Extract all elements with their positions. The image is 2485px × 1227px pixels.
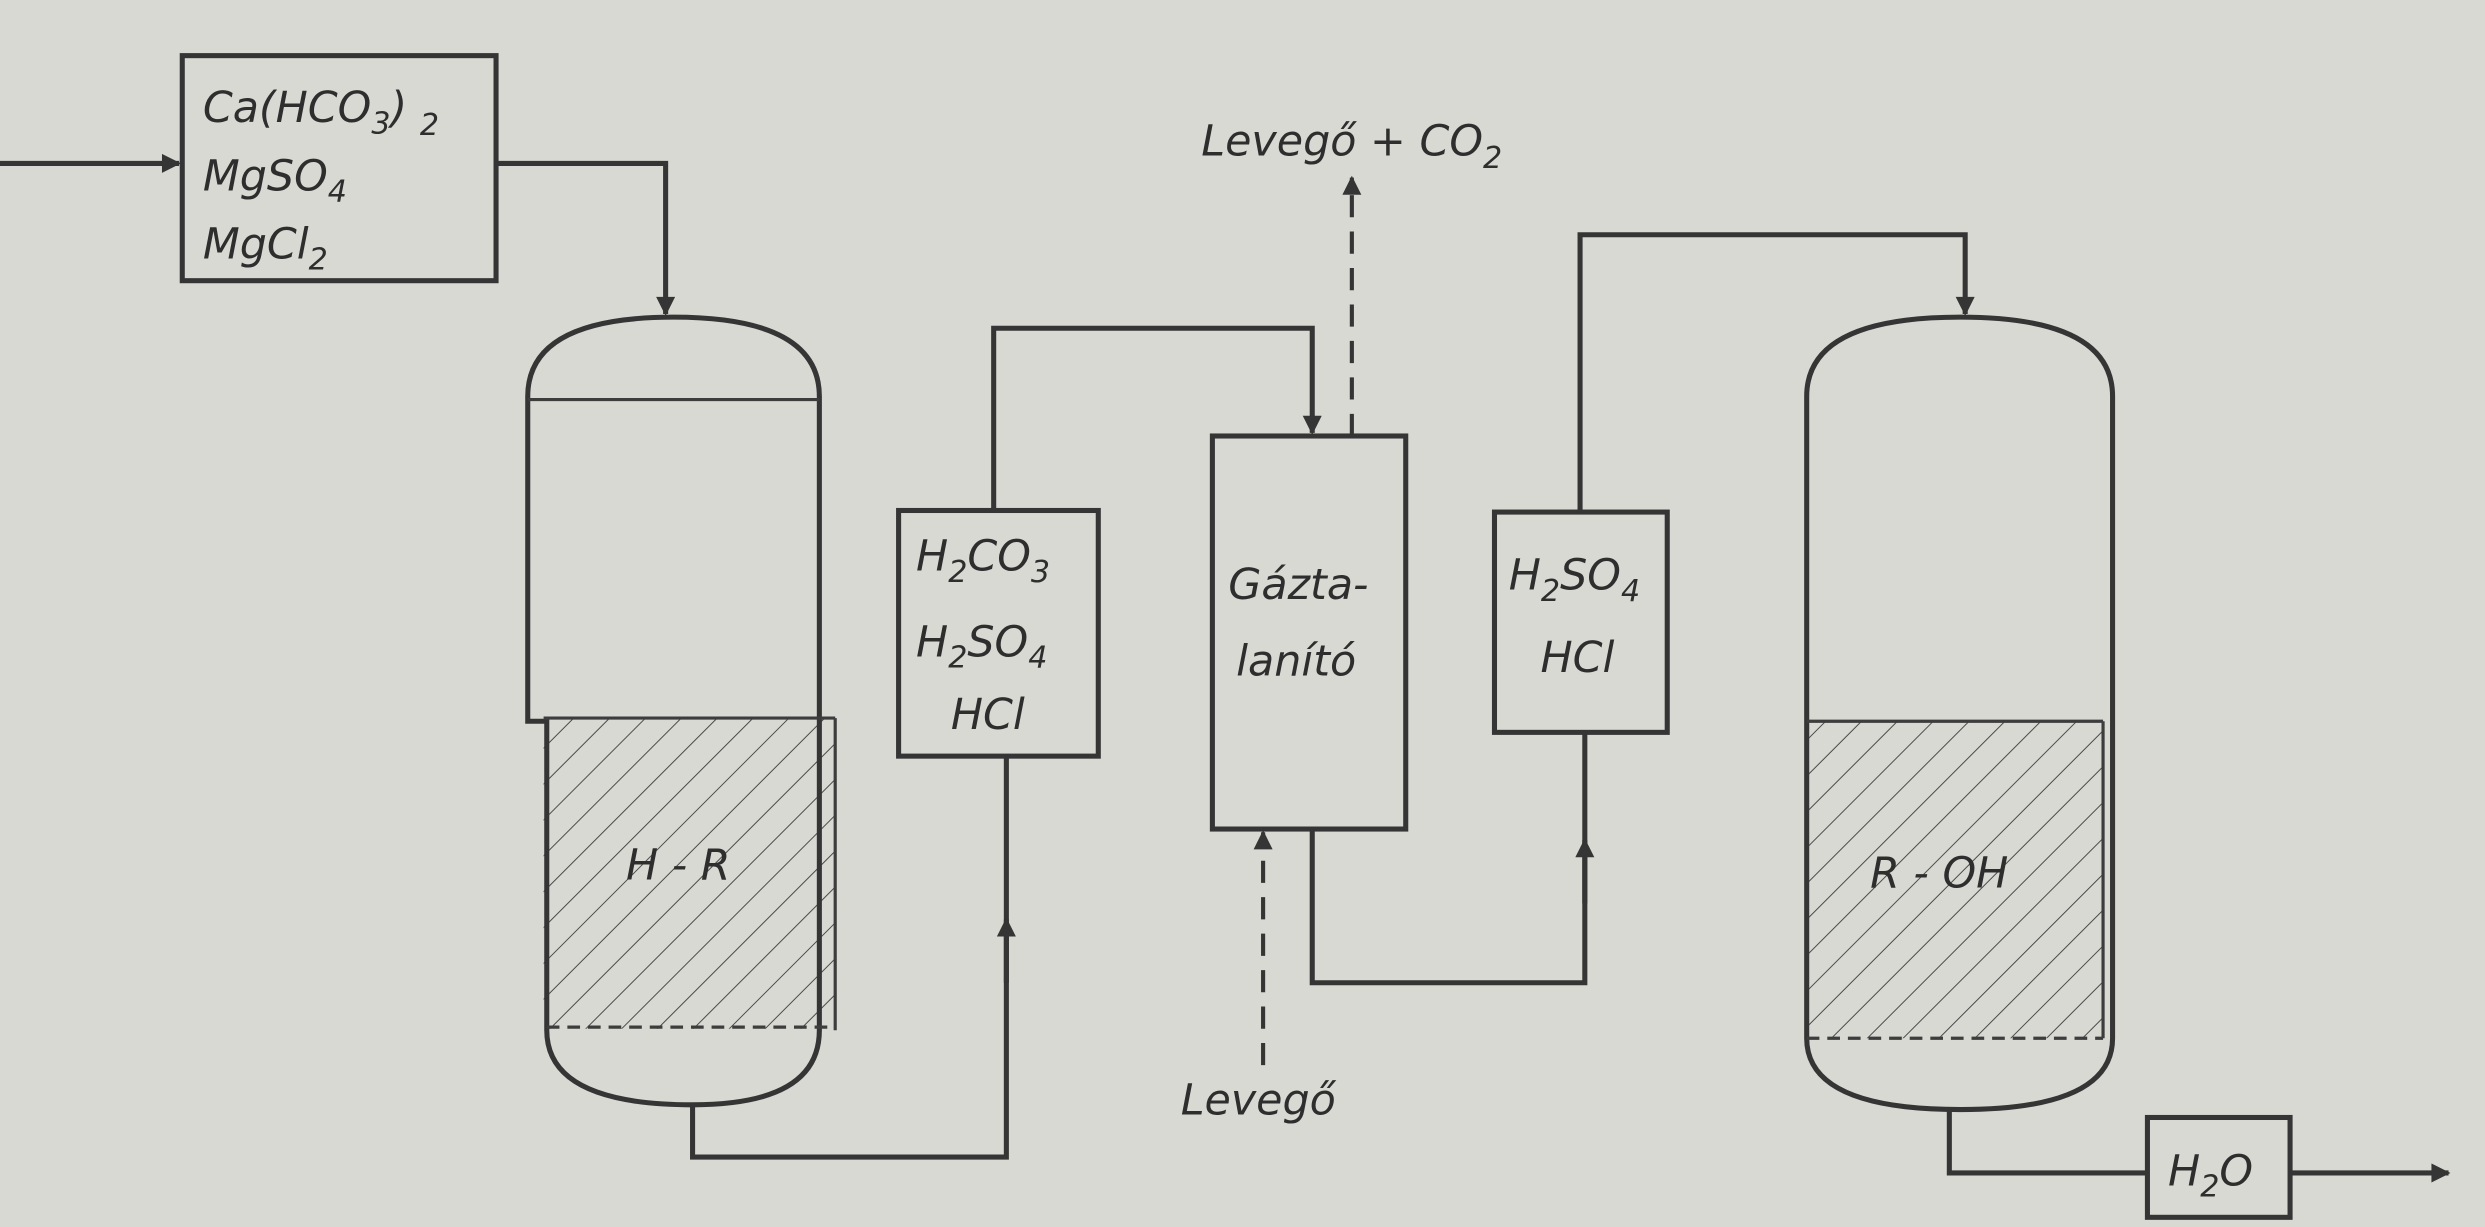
gas-outlet-label: Levegő + CO2 xyxy=(1201,116,1502,176)
svg-text:lanító: lanító xyxy=(1236,636,1356,686)
degasser: Gázta- lanító xyxy=(1209,433,1409,832)
to-anion-pipe xyxy=(1577,232,1975,513)
acid-water-box: H2CO3 H2SO4 HCl xyxy=(896,507,1101,759)
svg-text:Ca(HCO3)2: Ca(HCO3)2 xyxy=(203,83,439,143)
to-degasser-pipe xyxy=(991,325,1322,511)
degasser-outlet-pipe xyxy=(1309,732,1588,986)
feed-to-cation-pipe xyxy=(496,160,676,316)
anion-outlet-pipe xyxy=(1946,1109,2148,1176)
anion-resin-label: R - OH xyxy=(1870,849,2008,899)
cation-resin-label: H - R xyxy=(626,841,731,891)
cation-exchanger-column: H - R xyxy=(525,314,837,1108)
svg-text:HCl: HCl xyxy=(951,690,1025,740)
product-water-box: H2O xyxy=(2144,1114,2293,1220)
svg-text:H2O: H2O xyxy=(2168,1147,2253,1205)
feed-box: Ca(HCO3)2 MgSO4 MgCl2 xyxy=(179,53,499,284)
air-inlet-label: Levegő xyxy=(1181,1075,1337,1125)
svg-text:MgSO4: MgSO4 xyxy=(203,151,347,209)
anion-exchanger-column: R - OH xyxy=(1804,314,2116,1113)
svg-text:HCl: HCl xyxy=(1540,633,1614,683)
svg-text:Gázta-: Gázta- xyxy=(1228,560,1368,610)
svg-text:H2CO3: H2CO3 xyxy=(916,532,1050,590)
svg-text:H2SO4: H2SO4 xyxy=(1509,551,1640,609)
svg-text:H2SO4: H2SO4 xyxy=(916,617,1047,675)
svg-text:MgCl2: MgCl2 xyxy=(203,220,328,278)
acid-water-box-2: H2SO4 HCl xyxy=(1491,509,1670,735)
